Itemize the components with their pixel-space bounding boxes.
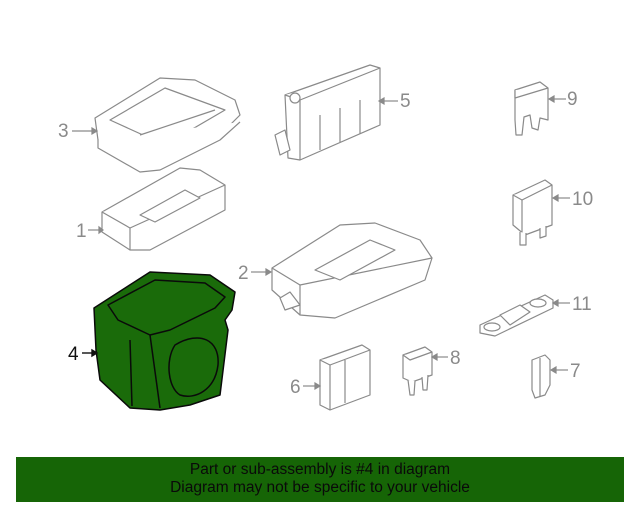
part-3-module-cover[interactable]	[94, 77, 241, 173]
part-8-mini-fuse[interactable]	[402, 346, 433, 396]
callout-7: 7	[570, 361, 581, 382]
callout-1: 1	[76, 221, 87, 242]
part-11-link-fuse[interactable]	[479, 294, 554, 337]
banner-line-part-number: Part or sub-assembly is #4 in diagram	[189, 461, 451, 478]
callout-11: 11	[572, 294, 592, 315]
part-10-maxi-fuse[interactable]	[512, 179, 553, 246]
part-6-relay[interactable]	[319, 344, 371, 411]
part-7-jumper[interactable]	[531, 354, 551, 399]
callout-4-highlighted: 4	[68, 344, 79, 365]
parts-diagram	[72, 64, 570, 411]
part-5-relay-box[interactable]	[274, 64, 381, 161]
banner-line-disclaimer: Diagram may not be specific to your vehi…	[170, 479, 470, 496]
callout-9: 9	[567, 89, 578, 110]
callout-5: 5	[400, 91, 411, 112]
part-1-fuse-box[interactable]	[101, 167, 226, 251]
callout-8: 8	[450, 348, 461, 369]
part-info-banner: Part or sub-assembly is #4 in diagram Di…	[16, 457, 624, 502]
callout-6: 6	[290, 377, 301, 398]
callout-10: 10	[572, 189, 594, 210]
part-2-junction-box[interactable]	[271, 222, 433, 319]
callout-2: 2	[238, 263, 249, 284]
part-4-bracket-highlighted[interactable]	[93, 271, 236, 411]
callout-3: 3	[58, 121, 69, 142]
part-9-fuse[interactable]	[514, 81, 549, 136]
